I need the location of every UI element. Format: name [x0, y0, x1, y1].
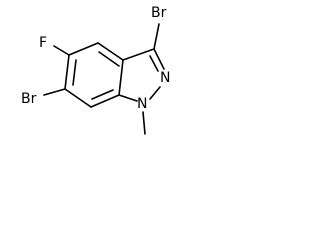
- bond-c3-n2-inner: [149, 55, 159, 72]
- bond-c3a-c4: [97, 42, 124, 61]
- bond-c5-c6: [64, 54, 70, 90]
- bond-c3-br: [153, 23, 160, 50]
- bromine-top-label: Br: [151, 5, 167, 21]
- nitrogen-2-label: N: [160, 70, 170, 86]
- bond-c4-c5: [68, 42, 99, 56]
- bond-c5-c6-inner: [72, 59, 77, 86]
- bond-c3-n2: [153, 48, 165, 70]
- bond-n1-c7a: [118, 94, 138, 102]
- bond-c7a-c3a: [118, 59, 124, 96]
- bond-c6-br: [43, 88, 66, 96]
- bromine-left-label: Br: [21, 91, 37, 107]
- bond-n2-n1: [149, 86, 161, 100]
- bond-c6-c7: [64, 88, 92, 108]
- bond-c5-f: [53, 45, 70, 56]
- bond-c7-c7a-inner: [91, 89, 114, 100]
- bond-c3a-c3: [122, 48, 155, 61]
- fluorine-label: F: [39, 35, 47, 51]
- bond-c4-c3a-inner: [98, 51, 120, 67]
- nitrogen-1-label: N: [137, 96, 147, 112]
- bond-c7-c7a: [90, 94, 120, 108]
- structure-diagram: Br F N Br N: [21, 5, 170, 135]
- bond-n1-methyl: [142, 111, 146, 135]
